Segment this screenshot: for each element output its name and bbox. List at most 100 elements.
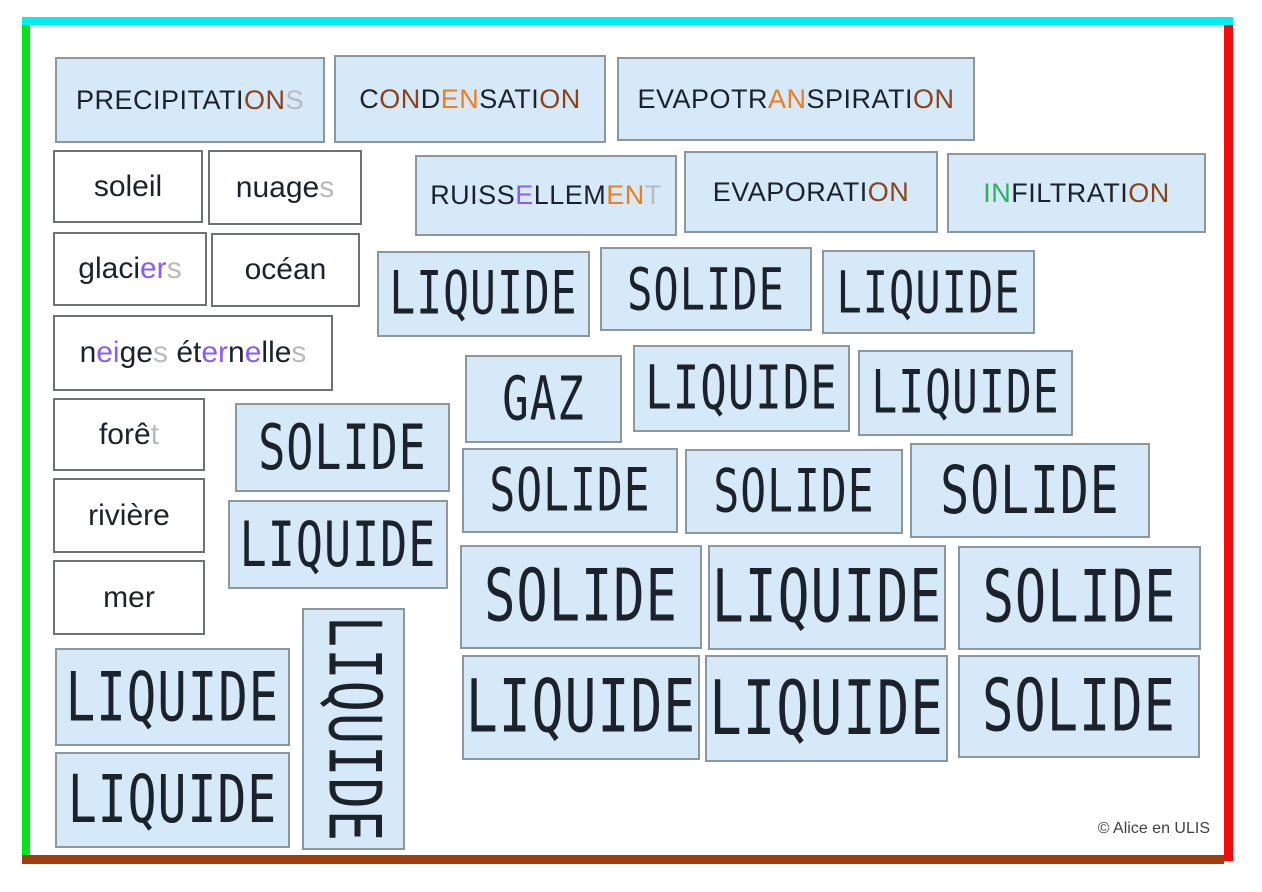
card-text: SOLIDE (489, 456, 650, 525)
card-text: EVAPORATION (713, 177, 910, 208)
letter-segment: LLEM (533, 180, 607, 210)
card-liquide-4[interactable]: LIQUIDE (858, 350, 1073, 436)
letter-segment: LIQUIDE (711, 555, 943, 640)
card-text: SOLIDE (484, 556, 678, 639)
card-liquide-1[interactable]: LIQUIDE (377, 251, 590, 337)
letter-segment: EVAPORATI (712, 176, 868, 207)
letter-segment: LIQUIDE (312, 615, 395, 843)
card-precipitations[interactable]: PRECIPITATIONS (55, 57, 325, 143)
card-liquide-9[interactable]: LIQUIDE (705, 655, 948, 762)
letter-segment: ON (244, 84, 286, 115)
letter-segment: glaci (78, 252, 140, 285)
card-text: LIQUIDE (240, 508, 437, 581)
card-riviere[interactable]: rivière (53, 478, 205, 553)
letter-segment: n (228, 336, 245, 369)
letter-segment: rivière (88, 498, 170, 532)
card-text: SOLIDE (627, 255, 785, 323)
card-text: nuages (236, 171, 334, 205)
page-frame-top (22, 17, 1233, 25)
letter-segment: er (201, 336, 229, 369)
letter-segment: D (420, 83, 441, 114)
card-ruissellement[interactable]: RUISSELLEMENT (415, 155, 677, 236)
card-solide-2[interactable]: SOLIDE (235, 403, 450, 492)
page-frame-left (22, 25, 30, 855)
card-text: LIQUIDE (312, 616, 395, 842)
copyright-text: © Alice en ULIS (1097, 820, 1210, 837)
card-mer[interactable]: mer (53, 560, 205, 635)
letter-segment: lle (261, 336, 292, 369)
letter-segment: ge (119, 336, 153, 369)
letter-segment: LIQUIDE (389, 259, 578, 329)
letter-segment: nuage (235, 170, 320, 204)
card-solide-6[interactable]: SOLIDE (460, 545, 702, 649)
card-nuages[interactable]: nuages (208, 150, 362, 225)
letter-segment: EN (606, 180, 645, 210)
card-solide-1[interactable]: SOLIDE (600, 247, 812, 331)
letter-segment: EVAPOTR (637, 83, 768, 114)
card-solide-4[interactable]: SOLIDE (685, 449, 903, 534)
card-text: SOLIDE (713, 457, 874, 526)
card-glaciers[interactable]: glaciers (53, 232, 207, 306)
letter-segment: FILTRATI (1011, 177, 1129, 208)
page-frame-bottom (22, 855, 1224, 864)
card-text: rivière (88, 499, 170, 533)
card-text: glaciers (78, 252, 181, 286)
letter-segment: soleil (93, 169, 163, 203)
card-soleil[interactable]: soleil (53, 150, 203, 223)
letter-segment: s (291, 336, 307, 369)
card-ocean[interactable]: océan (211, 233, 360, 307)
card-text: LIQUIDE (709, 665, 944, 752)
letter-segment: s (152, 336, 168, 369)
letter-segment: er (140, 252, 167, 285)
letter-segment: t (150, 417, 160, 451)
letter-segment: LIQUIDE (239, 507, 437, 582)
letter-segment: ON (379, 83, 421, 114)
card-evaporation[interactable]: EVAPORATION (684, 151, 938, 233)
card-text: LIQUIDE (68, 761, 277, 838)
card-condensation[interactable]: CONDENSATION (334, 55, 606, 143)
card-text: LIQUIDE (712, 555, 942, 639)
card-text: CONDENSATION (359, 84, 581, 115)
letter-segment: EN (440, 83, 480, 114)
card-text: LIQUIDE (645, 353, 837, 423)
card-liquide-3[interactable]: LIQUIDE (633, 345, 850, 432)
letter-segment: LIQUIDE (871, 358, 1060, 428)
letter-segment: IN (983, 177, 1012, 208)
letter-segment: S (285, 84, 305, 115)
letter-segment: SATI (479, 83, 540, 114)
letter-segment: forê (98, 417, 151, 451)
letter-segment: SOLIDE (484, 555, 678, 639)
card-solide-5[interactable]: SOLIDE (910, 443, 1150, 538)
card-gaz[interactable]: GAZ (465, 355, 622, 443)
card-solide-7[interactable]: SOLIDE (958, 546, 1201, 650)
letter-segment: s (166, 252, 182, 285)
card-neiges-eternelles[interactable]: neiges éternelles (53, 315, 333, 391)
card-text: INFILTRATION (983, 178, 1170, 209)
letter-segment: SOLIDE (940, 451, 1120, 530)
card-text: EVAPOTRANSPIRATION (637, 84, 954, 115)
card-liquide-10[interactable]: LIQUIDE (55, 752, 290, 848)
letter-segment: PRECIPITATI (75, 84, 244, 115)
card-liquide-5[interactable]: LIQUIDE (228, 500, 448, 589)
card-infiltration[interactable]: INFILTRATION (947, 153, 1206, 233)
card-evapotranspiration[interactable]: EVAPOTRANSPIRATION (617, 57, 975, 141)
card-text: forêt (99, 418, 159, 452)
letter-segment: n (79, 336, 97, 369)
letter-segment: ON (913, 83, 955, 114)
card-foret[interactable]: forêt (53, 398, 205, 471)
letter-segment: E (515, 180, 534, 210)
card-text: PRECIPITATIONS (76, 85, 304, 116)
card-solide-8[interactable]: SOLIDE (958, 655, 1200, 758)
letter-segment: océan (244, 253, 327, 286)
card-liquide-6[interactable]: LIQUIDE (708, 545, 946, 650)
letter-segment: SPIRATI (806, 83, 914, 114)
letter-segment: SOLIDE (627, 255, 785, 323)
letter-segment: s (319, 170, 335, 204)
letter-segment: ON (867, 176, 910, 207)
card-liquide-vertical[interactable]: LIQUIDE (302, 608, 405, 850)
card-liquide-2[interactable]: LIQUIDE (822, 250, 1035, 334)
card-liquide-8[interactable]: LIQUIDE (462, 655, 700, 760)
card-solide-3[interactable]: SOLIDE (462, 448, 678, 533)
card-text: LIQUIDE (389, 260, 577, 329)
card-liquide-7[interactable]: LIQUIDE (55, 648, 290, 746)
